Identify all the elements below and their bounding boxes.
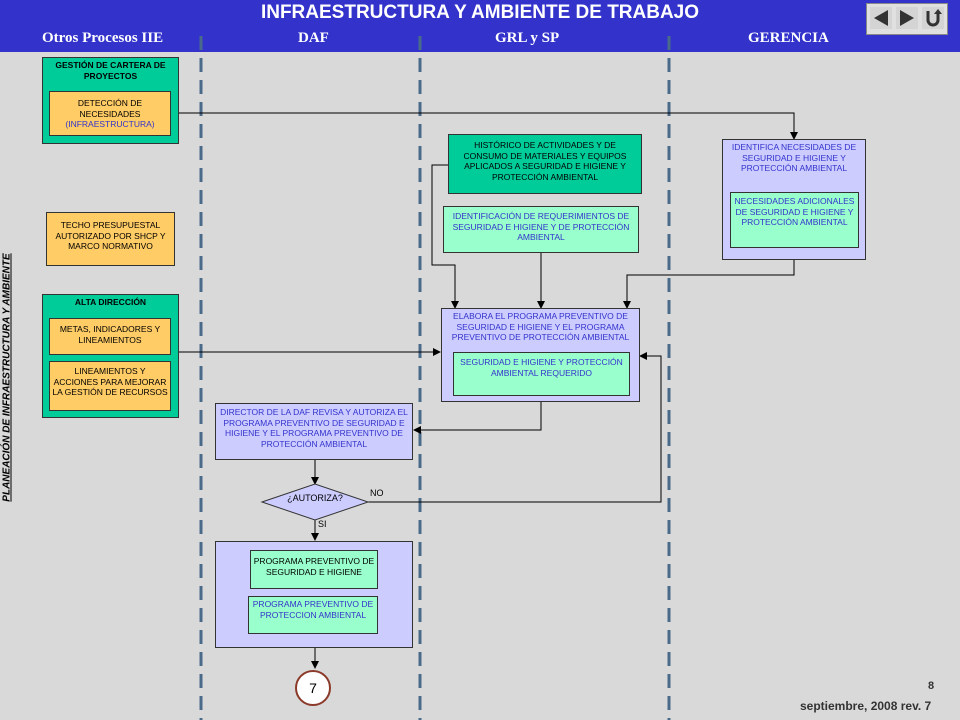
lane-daf: DAF xyxy=(298,30,329,46)
decision-no-label: NO xyxy=(370,488,384,498)
page-title: INFRAESTRUCTURA Y AMBIENTE DE TRABAJO xyxy=(260,2,700,23)
deteccion-line2: (INFRAESTRUCTURA) xyxy=(65,119,155,130)
decision-si-label: SI xyxy=(318,519,327,529)
historico-actividades-box: HISTÓRICO DE ACTIVIDADES Y DE CONSUMO DE… xyxy=(448,134,642,194)
necesidades-adicionales-box: NECESIDADES ADICIONALES DE SEGURIDAD E H… xyxy=(730,192,859,248)
director-revisa-box: DIRECTOR DE LA DAF REVISA Y AUTORIZA EL … xyxy=(215,403,413,460)
forward-icon[interactable] xyxy=(896,7,918,29)
lane-gerencia: GERENCIA xyxy=(748,30,829,46)
deteccion-necesidades-box: DETECCIÓN DE NECESIDADES (INFRAESTRUCTUR… xyxy=(49,91,171,136)
return-icon[interactable] xyxy=(922,7,944,29)
back-icon[interactable] xyxy=(870,7,892,29)
deteccion-line1: DETECCIÓN DE NECESIDADES xyxy=(77,98,143,119)
decision-autoriza-label: ¿AUTORIZA? xyxy=(287,493,343,503)
navigation-controls xyxy=(866,3,948,35)
elabora-programa-label: ELABORA EL PROGRAMA PREVENTIVO DE SEGURI… xyxy=(451,311,630,343)
lane-otros-procesos: Otros Procesos IIE xyxy=(42,30,164,46)
identifica-necesidades-label: IDENTIFICA NECESIDADES DE SEGURIDAD E HI… xyxy=(731,142,857,174)
metas-indicadores-box: METAS, INDICADORES Y LINEAMIENTOS xyxy=(49,318,171,355)
process-side-title: PLANEACIÓN DE INFRAESTRUCTURA Y AMBIENTE xyxy=(1,253,13,502)
revision-date: septiembre, 2008 rev. 7 xyxy=(800,699,932,713)
techo-presupuestal-box: TECHO PRESUPUESTAL AUTORIZADO POR SHCP Y… xyxy=(46,212,175,266)
lane-grl-sp: GRL y SP xyxy=(495,30,560,46)
programa-ambiental-box: PROGRAMA PREVENTIVO DE PROTECCION AMBIEN… xyxy=(248,596,378,634)
identificacion-requerimientos-box: IDENTIFICACIÓN DE REQUERIMIENTOS DE SEGU… xyxy=(443,206,639,253)
alta-direccion-label: ALTA DIRECCIÓN xyxy=(74,297,147,307)
page-connector[interactable]: 7 xyxy=(295,670,331,706)
header-bar xyxy=(0,0,960,52)
gestion-cartera-label: GESTIÓN DE CARTERA DE PROYECTOS xyxy=(55,60,166,81)
lineamientos-acciones-box: LINEAMIENTOS Y ACCIONES PARA MEJORAR LA … xyxy=(49,361,171,411)
seguridad-requerido-box: SEGURIDAD E HIGIENE Y PROTECCIÓN AMBIENT… xyxy=(453,352,630,396)
page-number: 8 xyxy=(928,680,935,692)
programa-seguridad-box: PROGRAMA PREVENTIVO DE SEGURIDAD E HIGIE… xyxy=(250,550,378,589)
